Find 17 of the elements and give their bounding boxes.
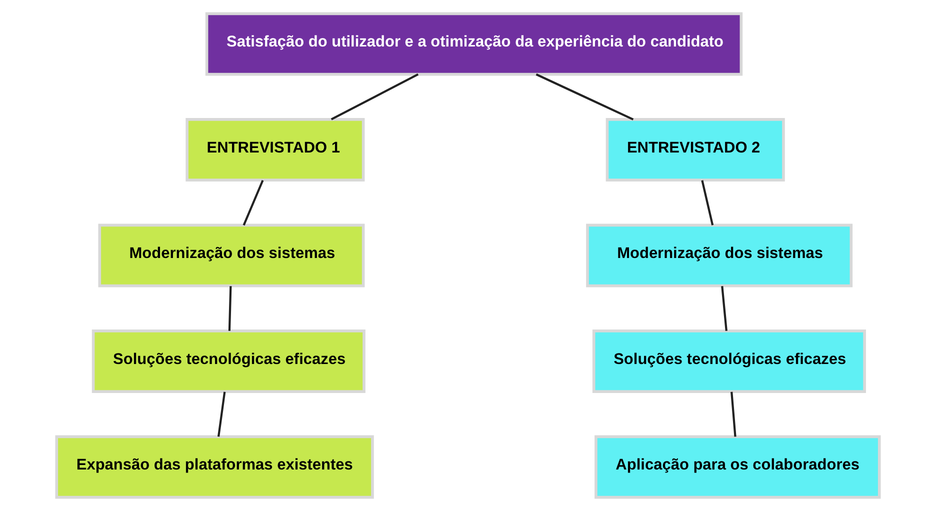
node-box: Expansão das plataformas existentes bbox=[54, 435, 374, 499]
node-box: Soluções tecnológicas eficazes bbox=[91, 330, 365, 393]
connector bbox=[535, 73, 634, 120]
node-box: Aplicação para os colaboradores bbox=[594, 435, 880, 499]
connector bbox=[228, 286, 232, 331]
node-box: ENTREVISTADO 1 bbox=[185, 118, 364, 182]
connector bbox=[700, 180, 714, 226]
connector bbox=[720, 286, 727, 331]
connector bbox=[242, 180, 264, 226]
node-box: Modernização dos sistemas bbox=[586, 224, 852, 288]
node-box: Soluções tecnológicas eficazes bbox=[592, 330, 866, 393]
node-box: Satisfação do utilizador e a otimização da experiência do candidato bbox=[204, 12, 742, 76]
node-box: Modernização dos sistemas bbox=[98, 224, 364, 288]
connector bbox=[330, 73, 418, 120]
node-box: ENTREVISTADO 2 bbox=[605, 118, 784, 182]
connector bbox=[730, 392, 736, 437]
connector bbox=[216, 392, 226, 437]
